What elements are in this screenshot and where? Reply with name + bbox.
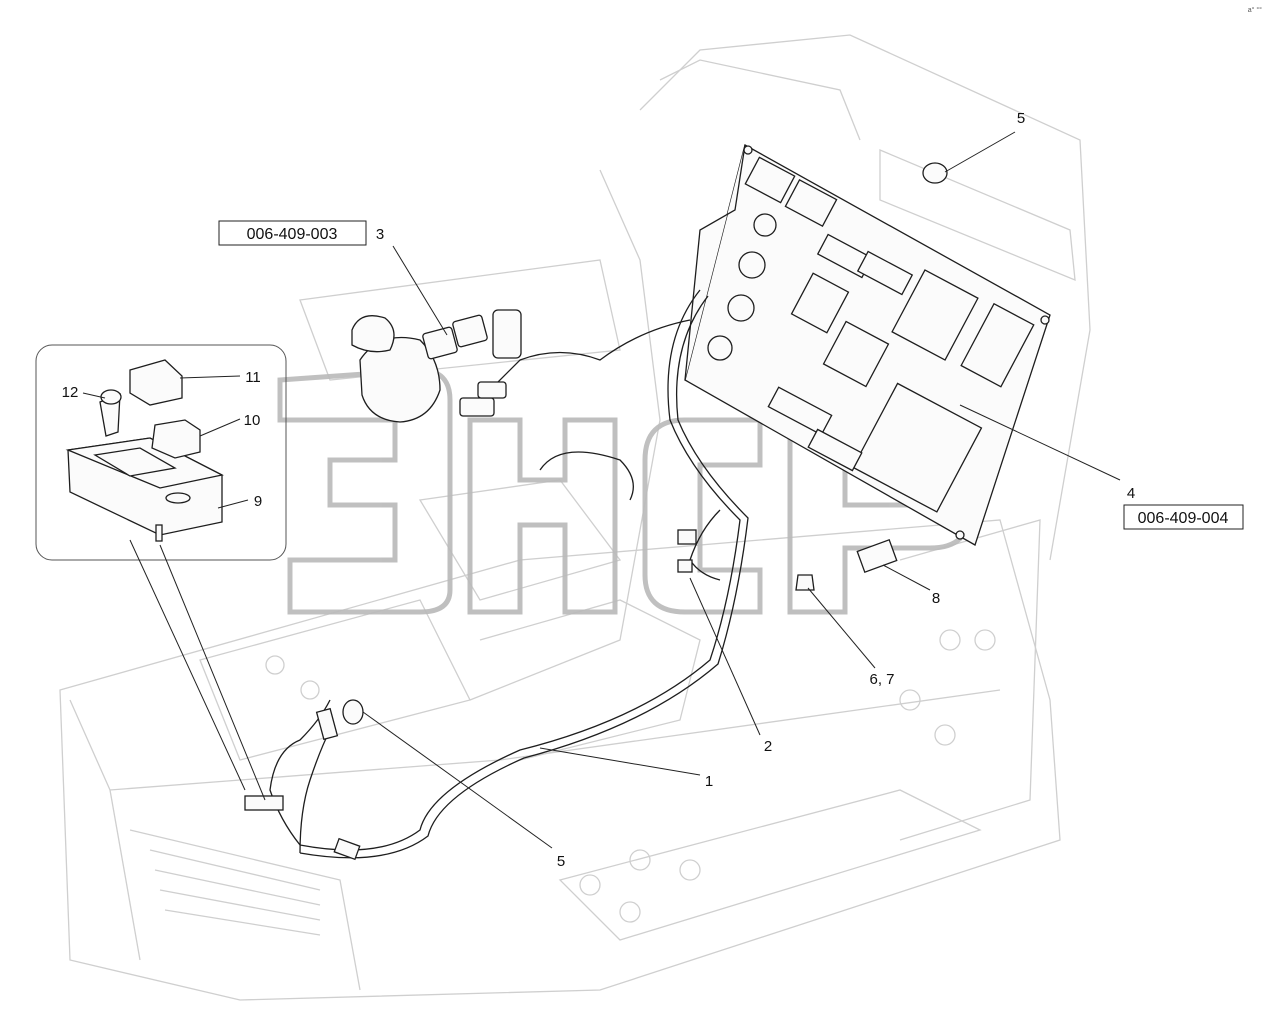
callout-6-7: 6, 7: [869, 671, 894, 688]
callout-8: 8: [932, 590, 940, 607]
control-panel-board: [684, 144, 1051, 546]
callout-12: 12: [62, 384, 79, 401]
leader-lines: [82, 131, 1121, 849]
reference-label-003: 006-409-003: [247, 226, 338, 243]
callout-11: 11: [245, 369, 261, 386]
callout-10: 10: [244, 412, 261, 429]
callout-5-top: 5: [1017, 110, 1025, 127]
callout-labels: 3 5 4 8 6, 7 2 1 5 11 10 9 12: [62, 110, 1136, 870]
callout-9: 9: [254, 493, 262, 510]
callout-1: 1: [705, 773, 713, 790]
corner-mark: a° °°: [1248, 6, 1262, 14]
wiring-harness: [244, 162, 948, 861]
reference-box-003[interactable]: 006-409-003: [218, 220, 367, 246]
callout-3: 3: [376, 226, 384, 243]
callout-2: 2: [764, 738, 772, 755]
machine-body-outline: [59, 34, 1091, 1001]
reference-label-004: 006-409-004: [1138, 510, 1229, 527]
detail-inset: [35, 344, 287, 801]
callout-5-bottom: 5: [557, 853, 565, 870]
reference-box-004[interactable]: 006-409-004: [1123, 504, 1244, 530]
ignition-switch-assembly: [351, 309, 522, 423]
callout-4: 4: [1127, 485, 1135, 502]
